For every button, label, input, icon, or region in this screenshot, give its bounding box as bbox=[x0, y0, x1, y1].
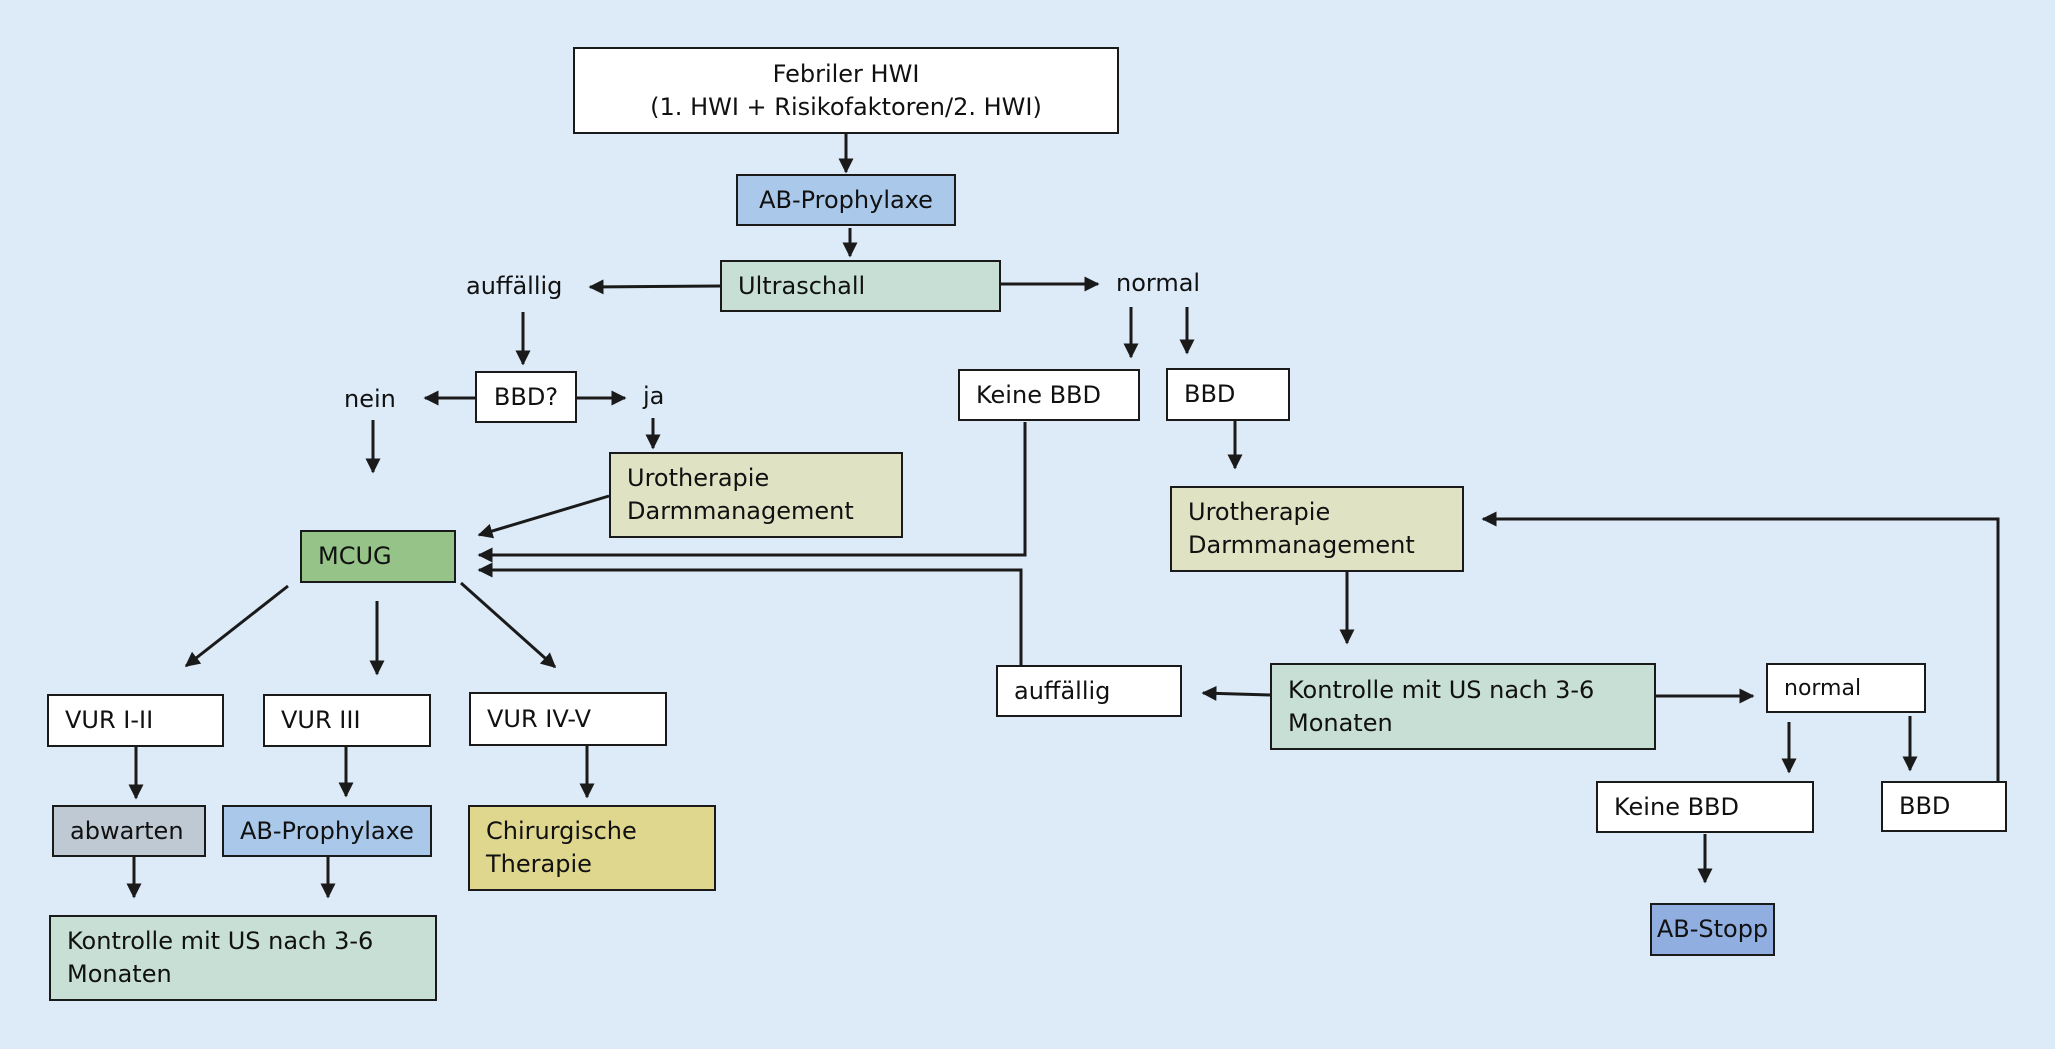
bbd-bottom-node: BBD bbox=[1881, 781, 2007, 832]
ultraschall-label: Ultraschall bbox=[738, 271, 866, 300]
vur-3-label: VUR III bbox=[281, 706, 361, 734]
chirurgische-line1: Chirurgische bbox=[486, 817, 637, 845]
chirurgische-therapie-node: Chirurgische Therapie bbox=[468, 805, 716, 891]
vur-4-5-label: VUR IV-V bbox=[487, 704, 592, 733]
kontrolle-left-line1: Kontrolle mit US nach 3-6 bbox=[67, 927, 374, 955]
abwarten-label: abwarten bbox=[70, 816, 184, 845]
normal-right-label: normal bbox=[1784, 675, 1862, 701]
bbd-bottom-label: BBD bbox=[1899, 792, 1951, 820]
nein-label: nein bbox=[344, 385, 396, 413]
chirurgische-line2: Therapie bbox=[486, 850, 592, 878]
keine-bbd-bottom-label: Keine BBD bbox=[1614, 792, 1739, 821]
ja-label: ja bbox=[643, 382, 665, 410]
keine-bbd-bottom-node: Keine BBD bbox=[1596, 781, 1814, 833]
ab-prophylaxe-bottom-label: AB-Prophylaxe bbox=[240, 816, 414, 845]
start-node-febriler-hwi: Febriler HWI (1. HWI + Risikofaktoren/2.… bbox=[573, 47, 1119, 134]
arrow-kontrolle-to-auffaellig-right bbox=[1201, 685, 1271, 701]
auffaellig-right-label: auffällig bbox=[1014, 676, 1111, 705]
vur-1-2-node: VUR I-II bbox=[47, 694, 224, 747]
arrow-mcug-to-vur-1-2 bbox=[184, 584, 289, 668]
urotherapie-right-line2: Darmmanagement bbox=[1188, 531, 1415, 559]
kontrolle-left-line2: Monaten bbox=[67, 960, 172, 988]
arrow-auffaellig-right-to-mcug bbox=[477, 562, 1023, 665]
urotherapie-left-node: Urotherapie Darmmanagement bbox=[609, 452, 903, 538]
urotherapie-right-line1: Urotherapie bbox=[1188, 498, 1331, 526]
kontrolle-right-line1: Kontrolle mit US nach 3-6 bbox=[1288, 675, 1595, 704]
auffaellig-right-node: auffällig bbox=[996, 665, 1182, 717]
arrow-urotherapie-to-mcug bbox=[477, 494, 610, 539]
mcug-label: MCUG bbox=[318, 542, 392, 570]
ab-prophylaxe-top-label: AB-Prophylaxe bbox=[759, 185, 933, 214]
arrow-keine-bbd-to-mcug bbox=[477, 422, 1027, 563]
ab-prophylaxe-top-node: AB-Prophylaxe bbox=[736, 174, 956, 226]
mcug-node: MCUG bbox=[300, 530, 456, 583]
auffaellig-top-label: auffällig bbox=[466, 272, 563, 300]
arrow-ultraschall-to-auffaellig bbox=[588, 279, 721, 295]
bbd-question-label: BBD? bbox=[493, 382, 559, 411]
ultraschall-node: Ultraschall bbox=[720, 260, 1001, 312]
urotherapie-left-line2: Darmmanagement bbox=[627, 497, 854, 525]
arrow-mcug-to-vur-4-5 bbox=[460, 581, 557, 669]
kontrolle-left-node: Kontrolle mit US nach 3-6 Monaten bbox=[49, 915, 437, 1001]
vur-4-5-node: VUR IV-V bbox=[469, 692, 667, 746]
start-node-line2: (1. HWI + Risikofaktoren/2. HWI) bbox=[650, 92, 1042, 121]
abwarten-node: abwarten bbox=[52, 805, 206, 857]
bbd-top-label: BBD bbox=[1184, 380, 1236, 408]
vur-1-2-label: VUR I-II bbox=[65, 706, 154, 734]
bbd-top-node: BBD bbox=[1166, 368, 1290, 421]
keine-bbd-top-label: Keine BBD bbox=[976, 380, 1101, 409]
kontrolle-right-line2: Monaten bbox=[1288, 708, 1393, 737]
keine-bbd-top-node: Keine BBD bbox=[958, 369, 1140, 421]
ab-stopp-label: AB-Stopp bbox=[1656, 915, 1769, 943]
vur-3-node: VUR III bbox=[263, 694, 431, 747]
kontrolle-right-node: Kontrolle mit US nach 3-6 Monaten bbox=[1270, 663, 1656, 750]
ab-stopp-node: AB-Stopp bbox=[1650, 903, 1775, 956]
normal-top-label: normal bbox=[1116, 269, 1201, 297]
ab-prophylaxe-bottom-node: AB-Prophylaxe bbox=[222, 805, 432, 857]
urotherapie-right-node: Urotherapie Darmmanagement bbox=[1170, 486, 1464, 572]
start-node-line1: Febriler HWI bbox=[772, 59, 920, 88]
bbd-question-node: BBD? bbox=[475, 371, 577, 423]
urotherapie-left-line1: Urotherapie bbox=[627, 464, 770, 492]
normal-right-node: normal bbox=[1766, 663, 1926, 713]
arrow-bbd-loop-to-urotherapie-right bbox=[1481, 511, 2000, 781]
